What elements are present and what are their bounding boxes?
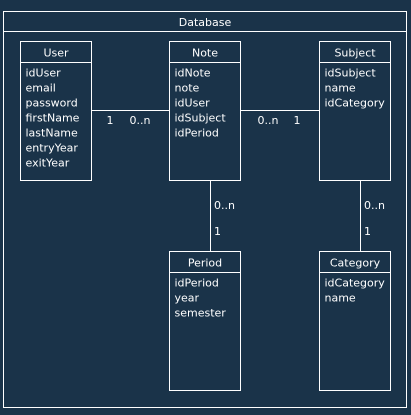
entity-field-user-lastName: lastName (26, 127, 79, 140)
relation-to-label-subject-category: 1 (364, 225, 371, 238)
entity-field-note-idNote: idNote (175, 67, 211, 80)
entity-field-note-idUser: idUser (175, 97, 211, 110)
relation-from-label-note-subject: 0..n (258, 114, 279, 127)
entity-field-user-idUser: idUser (26, 67, 62, 80)
entity-name-user: User (43, 47, 69, 60)
relation-to-label-note-subject: 1 (294, 114, 301, 127)
entity-box-note (169, 41, 241, 181)
entity-field-subject-idCategory: idCategory (325, 97, 386, 110)
relation-from-label-subject-category: 0..n (364, 199, 385, 212)
entity-field-user-entryYear: entryYear (26, 142, 79, 155)
entity-name-subject: Subject (334, 47, 376, 60)
entity-box-user (20, 41, 92, 181)
entity-field-user-exitYear: exitYear (26, 157, 70, 170)
entity-field-user-password: password (26, 97, 78, 110)
entity-field-user-firstName: firstName (26, 112, 80, 125)
database-title: Database (179, 16, 232, 29)
entity-field-subject-idSubject: idSubject (325, 67, 377, 80)
entity-field-category-name: name (325, 292, 356, 305)
entity-name-period: Period (188, 257, 222, 270)
relation-to-label-user-note: 0..n (130, 114, 151, 127)
entity-box-subject (319, 41, 391, 181)
entity-box-period (169, 251, 241, 391)
database-frame (3, 11, 407, 408)
entity-box-category (319, 251, 391, 391)
relation-from-label-note-period: 0..n (214, 199, 235, 212)
entity-name-category: Category (330, 257, 381, 270)
entity-field-period-idPeriod: idPeriod (175, 277, 219, 290)
entity-field-period-semester: semester (175, 307, 227, 320)
entity-field-note-idSubject: idSubject (175, 112, 227, 125)
entity-field-note-idPeriod: idPeriod (175, 127, 219, 140)
entity-name-note: Note (192, 47, 218, 60)
entity-field-user-email: email (26, 82, 56, 95)
relation-from-label-user-note: 1 (107, 114, 114, 127)
entity-field-category-idCategory: idCategory (325, 277, 386, 290)
entity-field-subject-name: name (325, 82, 356, 95)
entity-field-note-note: note (175, 82, 200, 95)
relation-to-label-note-period: 1 (214, 225, 221, 238)
entity-field-period-year: year (175, 292, 200, 305)
